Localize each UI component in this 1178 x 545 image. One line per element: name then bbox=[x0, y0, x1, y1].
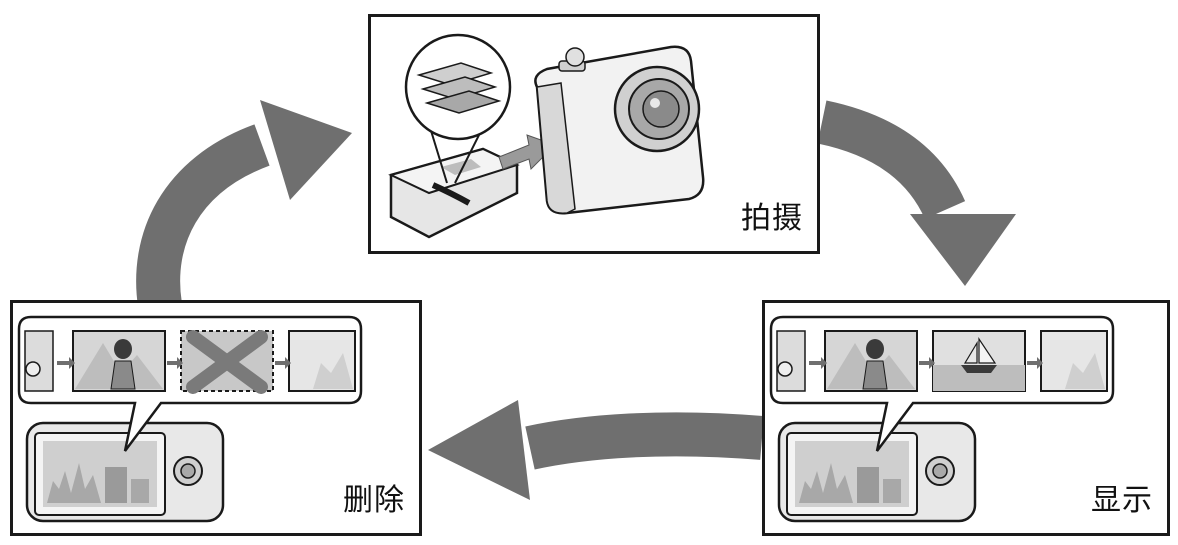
image-file-icon bbox=[416, 62, 502, 114]
magnifier-callout bbox=[404, 33, 512, 184]
delete-illustration bbox=[17, 315, 363, 523]
arrow-delete-to-shoot bbox=[136, 100, 352, 309]
camera-back-lcd-icon bbox=[25, 421, 225, 523]
shoot-label: 拍摄 bbox=[741, 201, 803, 236]
display-label: 显示 bbox=[1091, 483, 1153, 518]
camera-back-lcd-icon bbox=[777, 421, 977, 523]
memory-card-icon bbox=[388, 147, 520, 239]
delete-x-icon bbox=[186, 330, 268, 394]
shoot-panel: 拍摄 bbox=[368, 14, 820, 254]
display-panel: 显示 bbox=[762, 300, 1170, 536]
shoot-illustration bbox=[388, 33, 705, 239]
delete-panel: 删除 bbox=[10, 300, 422, 536]
film-strip-icon bbox=[776, 330, 1108, 392]
arrow-shoot-to-display bbox=[817, 100, 1016, 286]
display-illustration bbox=[769, 315, 1115, 523]
camera-icon bbox=[534, 45, 705, 215]
film-strip-icon bbox=[24, 330, 356, 394]
arrow-display-to-delete bbox=[428, 400, 764, 500]
delete-label: 删除 bbox=[343, 483, 405, 518]
